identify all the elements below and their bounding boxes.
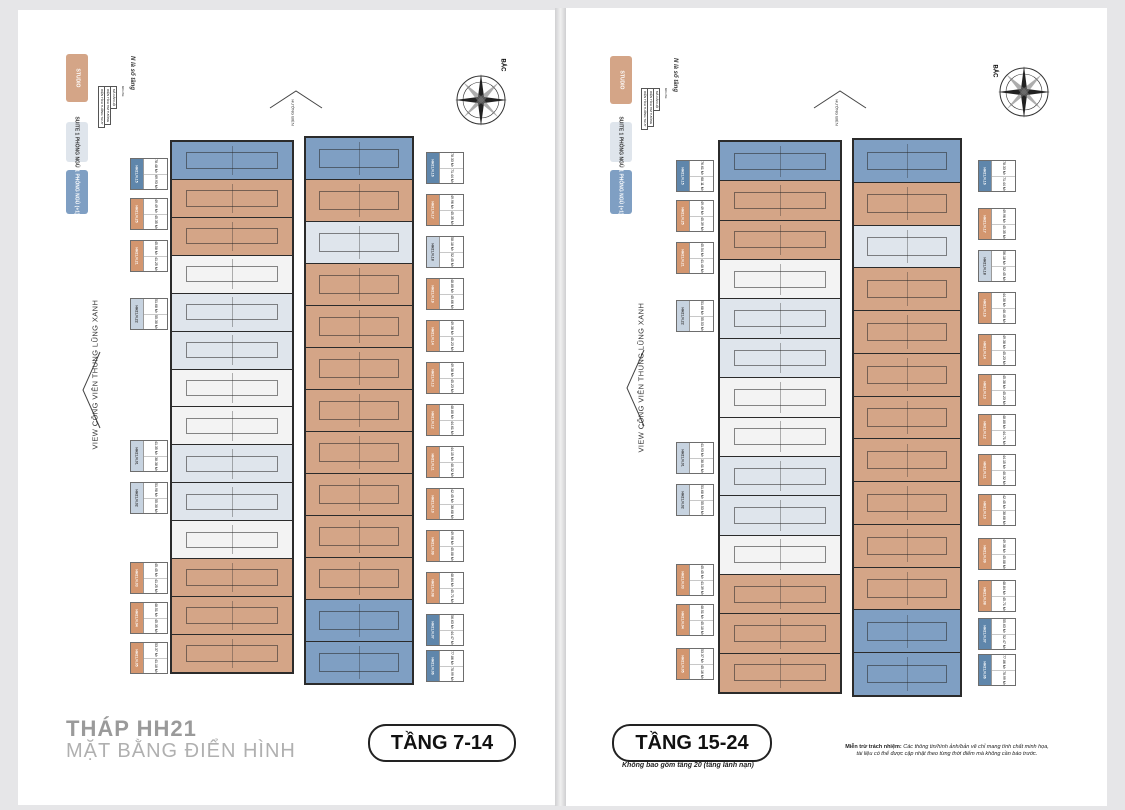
legend-suite: SUITE 1 PHÒNG NGỦ xyxy=(66,116,88,168)
sea-direction-icon xyxy=(269,90,323,109)
disclaimer-line-2: tài liệu có thể được cập nhật theo từng … xyxy=(856,751,1038,757)
disclaimer-title: Miễn trừ trách nhiệm: xyxy=(845,744,902,750)
view-direction-icon xyxy=(626,349,645,427)
legend-one-bed: 1 PHÒNG NGỦ (+1) xyxy=(66,169,88,215)
compass-icon xyxy=(998,66,1050,118)
left-floorplan-column xyxy=(170,140,294,674)
left-page: STUDIO SUITE 1 PHÒNG NGỦ 1 PHÒNG NGỦ (+1… xyxy=(18,10,555,805)
view-label: VIEW CÔNG VIÊN THUNG LŨNG XANH xyxy=(90,299,100,450)
view-label: VIEW CÔNG VIÊN THUNG LŨNG XANH xyxy=(636,302,646,453)
floor-badge-7-14: TẦNG 7-14 xyxy=(368,724,516,762)
legend-sample-code: MÃ CĂN HỘ xyxy=(110,86,117,110)
legend-studio: STUDIO xyxy=(66,54,88,102)
right-floorplan-column xyxy=(852,138,962,697)
compass-icon xyxy=(455,74,507,126)
right-floorplan-column xyxy=(304,136,414,685)
legend-floor-note: N là số tầng xyxy=(129,56,135,91)
disclaimer: Miễn trừ trách nhiệm: Các thông tin/hình… xyxy=(802,744,1092,758)
north-label: BẮC xyxy=(499,58,506,72)
plan-subtitle: MẶT BẰNG ĐIỂN HÌNH xyxy=(66,740,296,762)
floor-badge-15-24: TẦNG 15-24 xyxy=(612,724,772,762)
legend-sample-label: Ghi chú xyxy=(664,88,668,99)
view-direction-icon xyxy=(82,351,101,429)
tower-title: THÁP HH21 xyxy=(66,716,197,741)
legend-one-bed: 1 PHÒNG NGỦ (+1) xyxy=(610,169,632,215)
book-gutter xyxy=(555,8,566,806)
legend-suite: SUITE 1 PHÒNG NGỦ xyxy=(610,116,632,168)
legend-studio: STUDIO xyxy=(610,56,632,104)
floor-badge-note: Không bao gồm tầng 20 (tầng lánh nạn) xyxy=(622,762,754,769)
sea-direction-label: HƯỚNG BIỂN xyxy=(834,99,840,126)
sea-direction-label: HƯỚNG BIỂN xyxy=(290,99,296,126)
legend-sample-code: MÃ CĂN HỘ xyxy=(653,88,660,112)
legend-floor-note: N là số tầng xyxy=(672,58,678,93)
right-page: STUDIO SUITE 1 PHÒNG NGỦ 1 PHÒNG NGỦ (+1… xyxy=(566,8,1107,806)
legend-sample-area: DIỆN TÍCH TIM TƯỜNG xyxy=(104,86,111,126)
sea-direction-icon xyxy=(813,90,867,109)
disclaimer-line-1: Các thông tin/hình ảnh/bản vẽ chỉ mang t… xyxy=(903,744,1049,750)
legend-sample-net: DIỆN TÍCH THÔNG THỦY xyxy=(98,86,105,128)
legend-sample-net: DIỆN TÍCH THÔNG THỦY xyxy=(641,88,648,130)
legend-sample-label: Ghi chú xyxy=(121,86,125,97)
north-label: BẮC xyxy=(991,64,998,78)
legend-sample-area: DIỆN TÍCH TIM TƯỜNG xyxy=(647,88,654,128)
left-floorplan-column xyxy=(718,140,842,694)
